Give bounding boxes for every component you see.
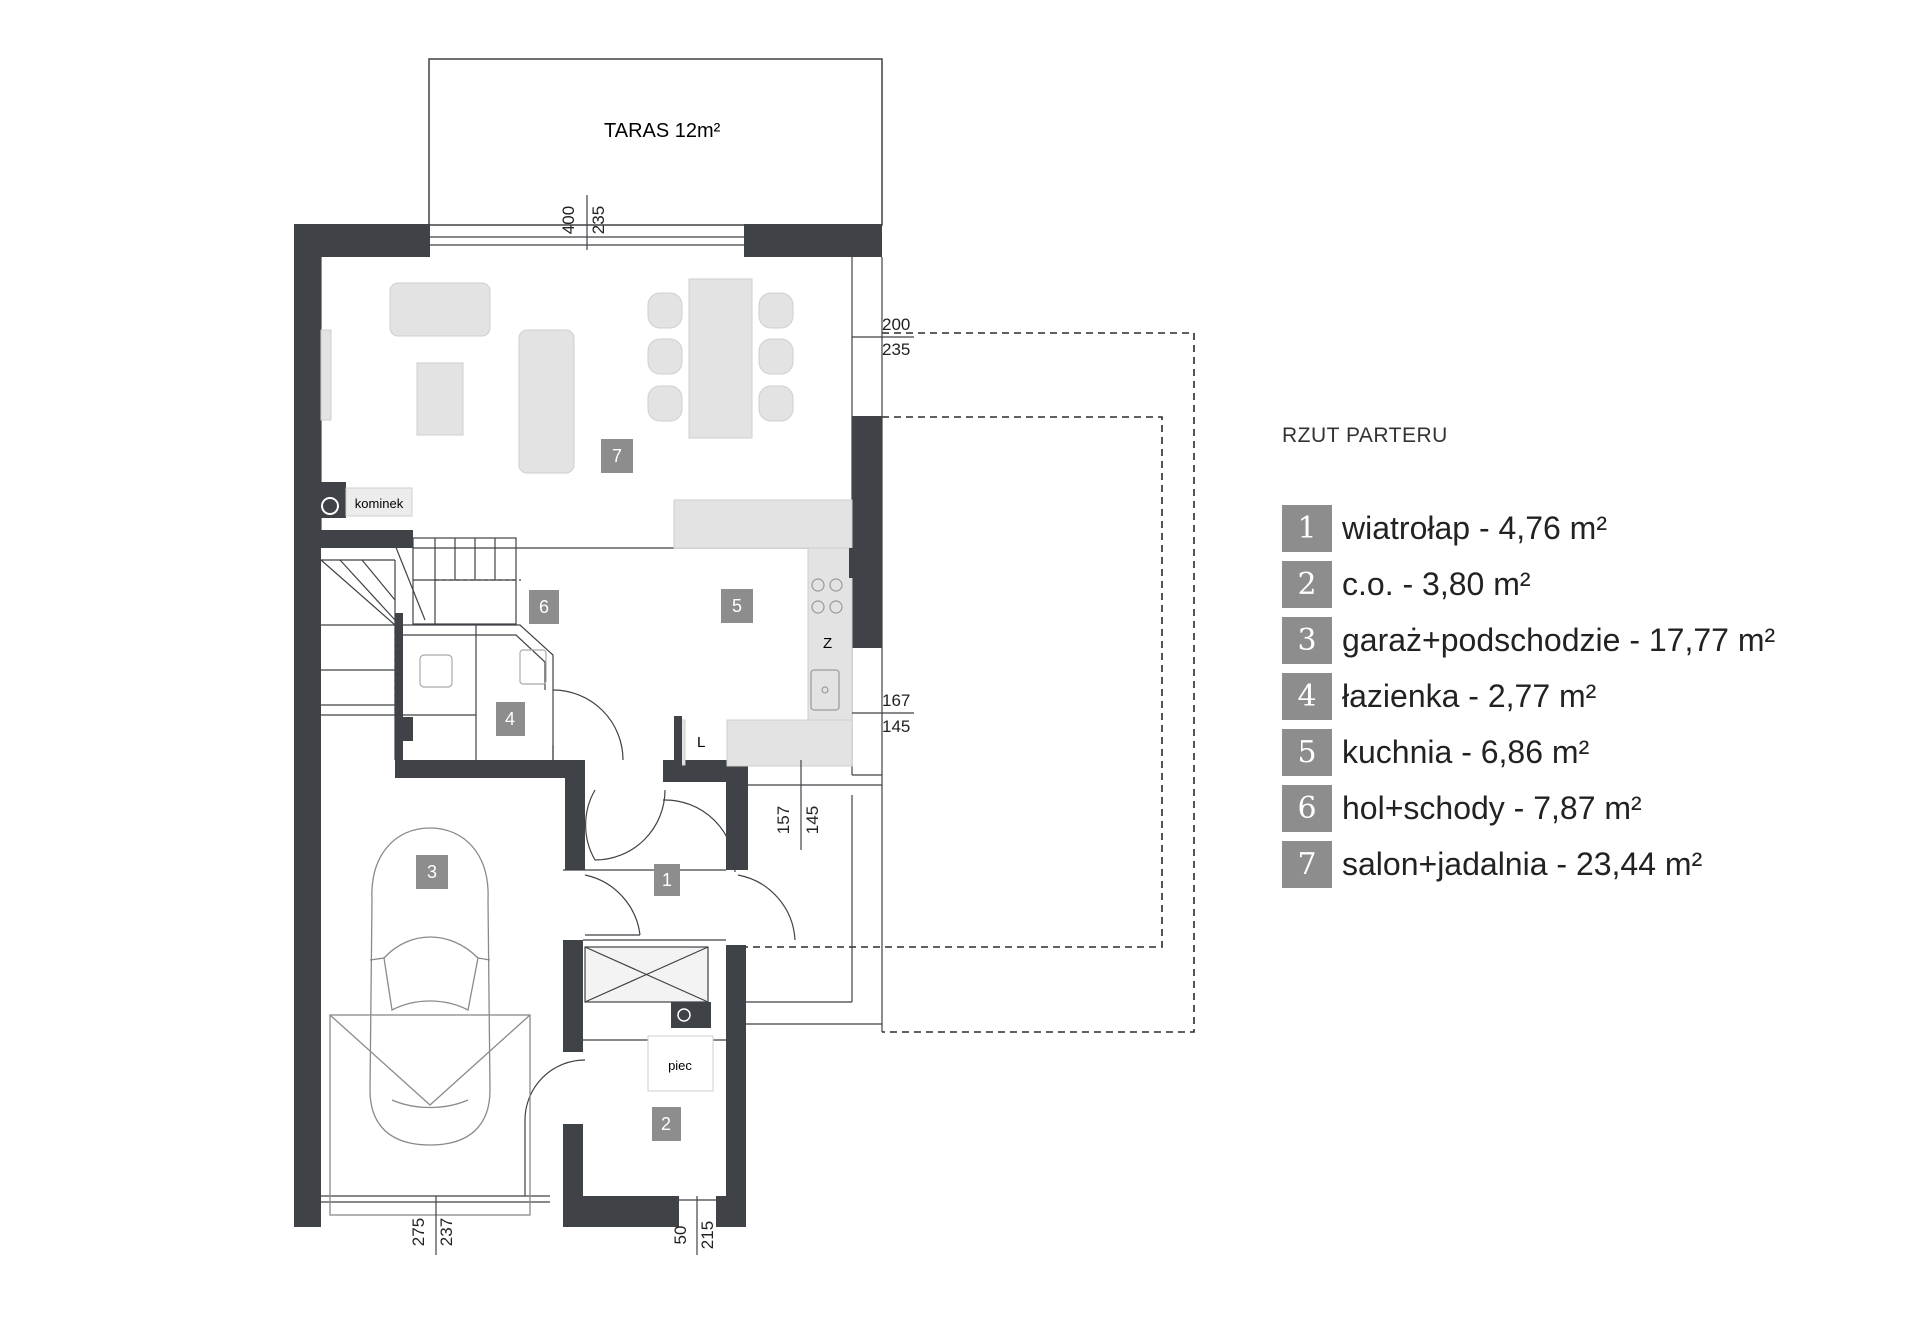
legend-label: hol+schody - 7,87 m² (1342, 789, 1642, 826)
svg-text:2: 2 (661, 1114, 671, 1134)
room-badge-7: 7 (601, 439, 633, 473)
dining-chairs (647, 292, 794, 422)
dimension-mid: 157 145 (774, 760, 822, 850)
legend-number: 6 (1282, 784, 1332, 832)
legend-number: 5 (1282, 728, 1332, 776)
room-badge-2: 2 (652, 1107, 681, 1141)
coffee-table (416, 362, 464, 436)
terrace-label: TARAS 12m² (604, 120, 721, 142)
legend-item: 2 c.o. - 3,80 m² (1282, 556, 1775, 612)
legend-item: 6 hol+schody - 7,87 m² (1282, 780, 1775, 836)
legend-number: 2 (1282, 560, 1332, 608)
furnace-label: piec (668, 1058, 692, 1073)
svg-text:157: 157 (774, 806, 793, 834)
svg-text:1: 1 (662, 870, 672, 890)
legend-item: 3 garaż+podschodzie - 17,77 m² (1282, 612, 1775, 668)
kitchen-counter-bottom (726, 719, 853, 767)
plan-title: RZUT PARTERU (1282, 424, 1448, 447)
legend-item: 7 salon+jadalnia - 23,44 m² (1282, 836, 1775, 892)
dashed-outline-inner (746, 416, 1163, 948)
svg-text:145: 145 (803, 806, 822, 834)
svg-text:4: 4 (505, 709, 515, 729)
svg-text:200: 200 (882, 315, 910, 334)
dimension-bottom-right: 50 215 (671, 1196, 717, 1255)
kitchen-island (673, 499, 853, 549)
room-badge-6: 6 (529, 590, 559, 624)
svg-text:235: 235 (882, 340, 910, 359)
sofa-side (518, 329, 575, 474)
chimney-icon (316, 482, 869, 1028)
sofa-top (389, 282, 491, 337)
svg-text:7: 7 (612, 446, 622, 466)
sink-icon (810, 669, 840, 711)
legend-label: garaż+podschodzie - 17,77 m² (1342, 621, 1776, 658)
legend-label: łazienka - 2,77 m² (1342, 677, 1597, 714)
svg-text:215: 215 (698, 1221, 717, 1249)
room-badge-1: 1 (654, 864, 680, 896)
terrace (428, 58, 883, 226)
bathroom-fixtures (419, 649, 547, 688)
svg-text:275: 275 (409, 1218, 428, 1246)
svg-text:235: 235 (589, 206, 608, 234)
stairs (320, 537, 521, 760)
dimension-top: 400 235 (559, 195, 608, 250)
room-legend: 1 wiatrołap - 4,76 m² 2 c.o. - 3,80 m² 3… (1282, 500, 1775, 892)
legend-label: kuchnia - 6,86 m² (1342, 733, 1590, 770)
room-badge-4: 4 (496, 702, 525, 736)
dining-table (688, 278, 753, 439)
legend-label: salon+jadalnia - 23,44 m² (1342, 845, 1703, 882)
tv-cabinet (320, 329, 332, 421)
legend-number: 1 (1282, 504, 1332, 552)
furnace (647, 1035, 714, 1092)
svg-text:237: 237 (437, 1218, 456, 1246)
l-mark: L (697, 734, 705, 751)
dimension-bottom-left: 275 237 (409, 1196, 456, 1255)
legend-item: 5 kuchnia - 6,86 m² (1282, 724, 1775, 780)
fireplace-label: kominek (355, 496, 404, 511)
room-badge-3: 3 (416, 855, 448, 889)
svg-text:145: 145 (882, 717, 910, 736)
room-badge-5: 5 (721, 589, 753, 623)
svg-text:400: 400 (559, 206, 578, 234)
cooktop-icon (811, 578, 843, 614)
car-icon (329, 827, 531, 1216)
legend-number: 3 (1282, 616, 1332, 664)
fireplace (345, 487, 413, 517)
svg-text:5: 5 (732, 596, 742, 616)
dimension-right-upper: 200 235 (852, 315, 914, 359)
svg-text:167: 167 (882, 691, 910, 710)
svg-text:3: 3 (427, 862, 437, 882)
legend-item: 4 łazienka - 2,77 m² (1282, 668, 1775, 724)
dimension-right-lower: 167 145 (852, 691, 914, 736)
legend-label: wiatrołap - 4,76 m² (1342, 509, 1607, 546)
legend-label: c.o. - 3,80 m² (1342, 565, 1531, 602)
dashed-outline-outer (882, 332, 1195, 1033)
legend-number: 4 (1282, 672, 1332, 720)
fridge-mark: Z (823, 635, 832, 652)
doors (524, 689, 796, 1196)
legend-number: 7 (1282, 840, 1332, 888)
legend-item: 1 wiatrołap - 4,76 m² (1282, 500, 1775, 556)
svg-text:6: 6 (539, 597, 549, 617)
svg-text:50: 50 (671, 1226, 690, 1245)
